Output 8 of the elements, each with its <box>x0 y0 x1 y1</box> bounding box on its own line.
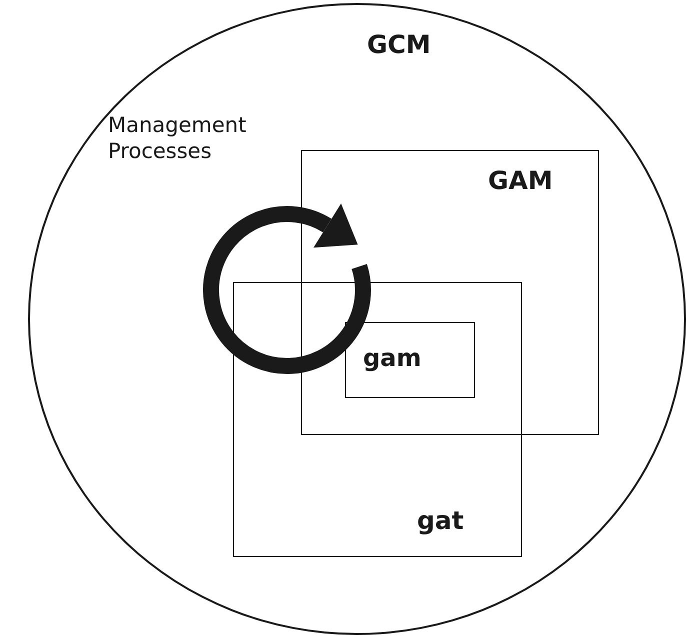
box-title: gat <box>417 506 464 535</box>
box-title: gam <box>363 344 422 372</box>
box-title: GAM <box>488 166 553 195</box>
rectangle-box <box>233 282 522 557</box>
rectangle-box <box>301 150 599 435</box>
rectangle-box <box>345 322 475 398</box>
box-title: GCM <box>367 30 431 59</box>
process-label: Management Processes <box>108 112 248 164</box>
